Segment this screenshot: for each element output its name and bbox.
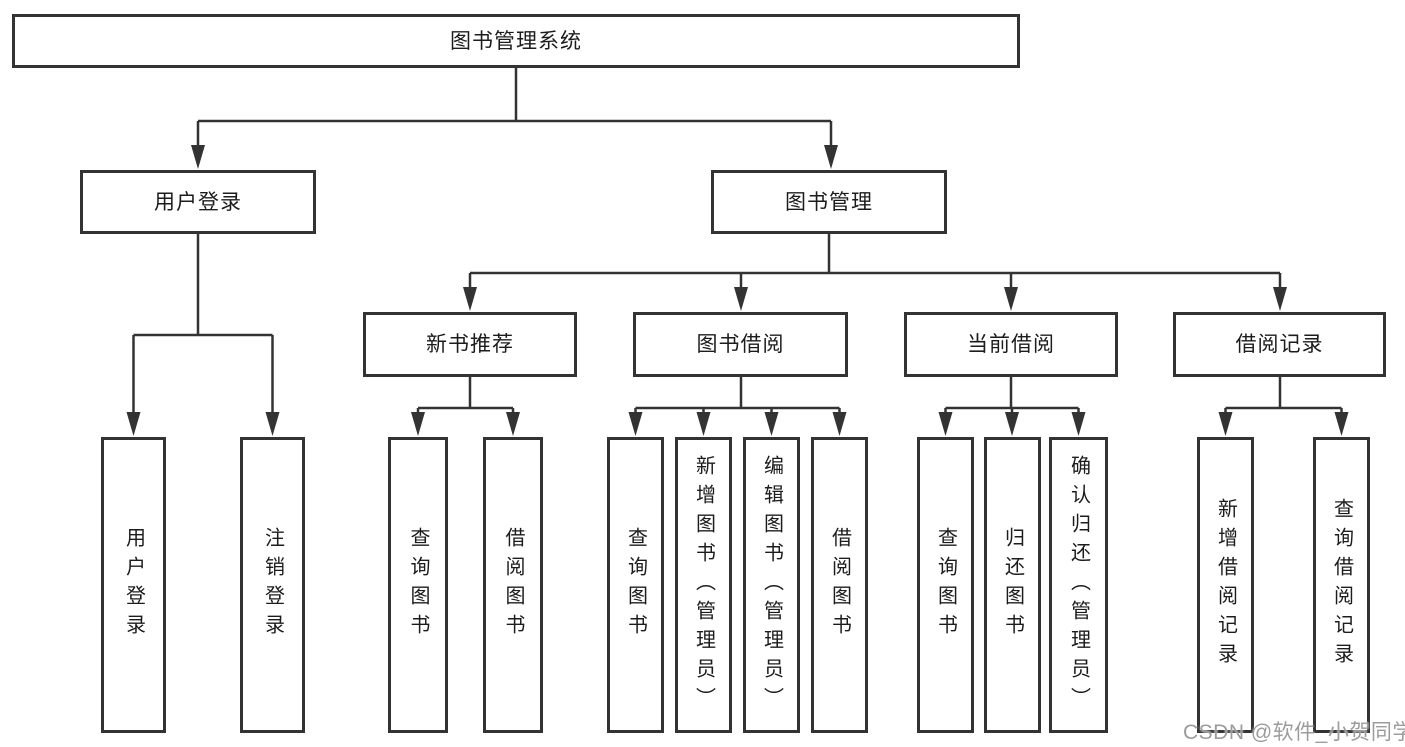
arrow-down-icon xyxy=(938,412,953,436)
leaf-borrow-books: 借阅图书 xyxy=(811,437,868,733)
node-current-borrowing: 当前借阅 xyxy=(904,312,1118,377)
node-book-management: 图书管理 xyxy=(711,170,947,234)
connector-user-login-to-leaves xyxy=(132,234,274,414)
leaf-confirm-return-admin: 确认归还（管理员） xyxy=(1049,437,1108,733)
connector-root-to-level2 xyxy=(196,68,833,150)
arrow-down-icon xyxy=(764,412,779,436)
leaf-logout: 注销登录 xyxy=(240,437,305,733)
connector-book-borrowing-to-leaves xyxy=(634,377,841,414)
connector-book-management-to-level3 xyxy=(468,234,1282,290)
node-label: 图书管理 xyxy=(785,190,873,214)
leaf-add-book-admin: 新增图书（管理员） xyxy=(675,437,732,733)
node-borrow-records: 借阅记录 xyxy=(1173,312,1386,377)
leaf-borrow-books-recommendation: 借阅图书 xyxy=(483,437,543,733)
arrow-down-icon xyxy=(1273,287,1287,311)
node-label: 新书推荐 xyxy=(426,333,514,356)
node-label: 查询图书 xyxy=(624,527,647,643)
leaf-edit-book-admin: 编辑图书（管理员） xyxy=(743,437,800,733)
leaf-user-login: 用户登录 xyxy=(101,437,166,733)
node-label: 新增借阅记录 xyxy=(1214,498,1237,672)
connector-new-book-to-leaves xyxy=(416,377,515,414)
node-label: 确认归还（管理员） xyxy=(1067,454,1090,716)
arrow-down-icon xyxy=(824,145,838,169)
node-label: 借阅图书 xyxy=(828,527,851,643)
node-label: 归还图书 xyxy=(1001,527,1024,643)
node-label: 查询图书 xyxy=(407,527,429,643)
node-label: 借阅图书 xyxy=(502,527,524,643)
leaf-query-borrow-record: 查询借阅记录 xyxy=(1313,437,1370,733)
node-new-book-recommendation: 新书推荐 xyxy=(363,312,577,377)
arrow-down-icon xyxy=(411,412,425,436)
arrow-down-icon xyxy=(265,412,280,436)
leaf-query-books-current: 查询图书 xyxy=(917,437,974,733)
arrow-down-icon xyxy=(463,287,477,311)
connector-paths xyxy=(132,68,1343,414)
connector-borrow-records-to-leaves xyxy=(1224,377,1343,414)
arrow-down-icon xyxy=(1071,412,1086,436)
connector-current-borrowing-to-leaves xyxy=(944,377,1080,414)
node-label: 用户登录 xyxy=(154,190,242,214)
leaf-return-books: 归还图书 xyxy=(984,437,1041,733)
node-book-borrowing: 图书借阅 xyxy=(633,312,848,377)
node-label: 用户登录 xyxy=(122,527,145,643)
node-library-management-system: 图书管理系统 xyxy=(12,14,1020,68)
arrow-down-icon xyxy=(126,412,141,436)
leaf-query-books-recommendation: 查询图书 xyxy=(388,437,448,733)
arrow-down-icon xyxy=(1334,412,1349,436)
arrow-down-icon xyxy=(1004,287,1018,311)
node-label: 查询图书 xyxy=(934,527,957,643)
node-label: 查询借阅记录 xyxy=(1330,498,1353,672)
arrow-down-icon xyxy=(628,412,643,436)
node-label: 图书管理系统 xyxy=(450,29,582,53)
node-label: 编辑图书（管理员） xyxy=(760,454,783,716)
node-label: 注销登录 xyxy=(261,527,284,643)
arrow-down-icon xyxy=(696,412,711,436)
arrow-down-icon xyxy=(1218,412,1233,436)
watermark: CSDN @软件_小贺同学 xyxy=(1183,721,1405,744)
node-label: 借阅记录 xyxy=(1235,333,1324,356)
arrow-down-icon xyxy=(191,145,205,169)
arrow-down-icon xyxy=(734,287,748,311)
node-label: 新增图书（管理员） xyxy=(692,454,715,716)
leaf-add-borrow-record: 新增借阅记录 xyxy=(1197,437,1254,733)
leaf-query-books-borrowing: 查询图书 xyxy=(607,437,664,733)
arrow-down-icon xyxy=(506,412,520,436)
node-label: 当前借阅 xyxy=(967,333,1055,356)
node-user-login: 用户登录 xyxy=(80,170,316,234)
node-label: 图书借阅 xyxy=(696,333,785,356)
arrow-down-icon xyxy=(832,412,847,436)
arrowheads xyxy=(126,145,1349,436)
arrow-down-icon xyxy=(1005,412,1019,436)
